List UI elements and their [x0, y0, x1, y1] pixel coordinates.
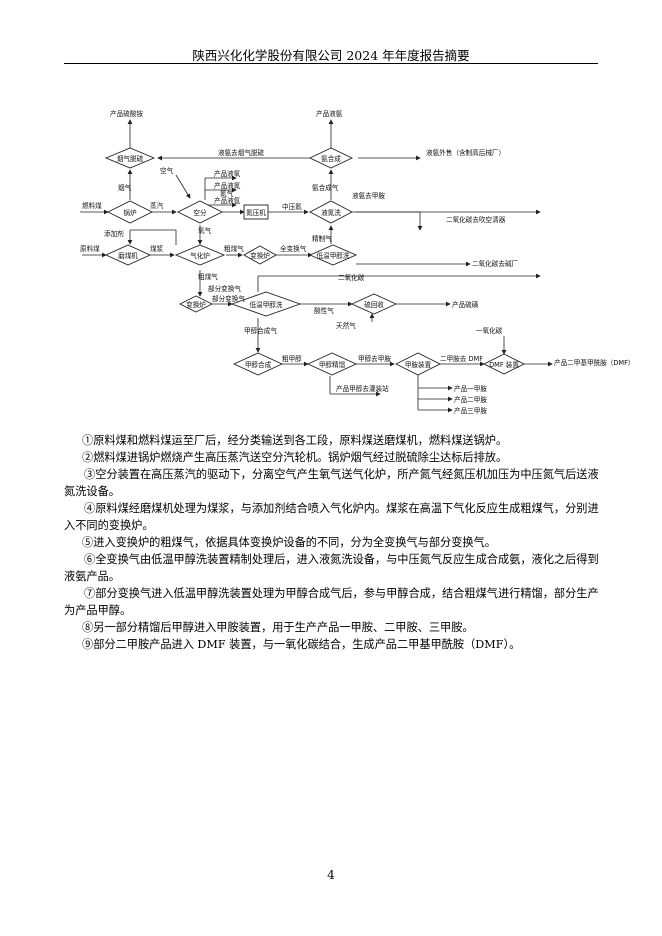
flow-lines — [80, 119, 553, 413]
svg-text:液氨去甲胺: 液氨去甲胺 — [352, 191, 385, 200]
svg-text:粗煤气: 粗煤气 — [198, 272, 218, 281]
svg-text:产品液氨: 产品液氨 — [316, 109, 343, 118]
svg-text:产品硫酸铵: 产品硫酸铵 — [110, 109, 143, 118]
svg-text:氮气: 氮气 — [220, 189, 234, 198]
svg-text:甲胺装置: 甲胺装置 — [405, 360, 432, 369]
flow-nodes: 烟气脱硫 锅炉 空分 氮压机 液氮洗 氨合成 磨煤机 气化炉 变换炉 低温甲醇洗… — [104, 147, 526, 376]
svg-text:部分变换气: 部分变换气 — [208, 284, 241, 293]
svg-text:产品液氧: 产品液氧 — [214, 169, 241, 178]
svg-text:二甲胺去 DMF: 二甲胺去 DMF — [440, 354, 483, 363]
node-shift-converter-a — [243, 245, 277, 265]
paragraph-8: ⑧另一部分精馏后甲醇进入甲胺装置，用于生产产品一甲胺、二甲胺、三甲胺。 — [82, 621, 474, 634]
svg-text:粗甲醇: 粗甲醇 — [282, 354, 302, 363]
svg-text:甲醇去甲胺: 甲醇去甲胺 — [358, 354, 391, 363]
svg-text:甲醇合成气: 甲醇合成气 — [244, 326, 277, 335]
svg-text:空分: 空分 — [193, 208, 207, 217]
node-rectisol-b — [230, 291, 302, 317]
svg-text:氨合成气: 氨合成气 — [312, 183, 339, 192]
node-methylamine-unit — [394, 352, 442, 376]
svg-text:磨煤机: 磨煤机 — [118, 251, 138, 260]
svg-text:DMF 装置: DMF 装置 — [489, 360, 519, 369]
svg-text:全变换气: 全变换气 — [280, 244, 307, 253]
svg-text:燃料煤: 燃料煤 — [82, 201, 102, 210]
svg-text:一氧化碳: 一氧化碳 — [476, 326, 503, 335]
paragraph-9: ⑨部分二甲胺产品进入 DMF 装置，与一氧化碳结合，生成产品二甲基甲酰胺（DMF… — [82, 638, 521, 651]
paragraph-2: ②燃料煤进锅炉燃烧产生高压蒸汽送空分汽轮机。锅炉烟气经过脱硫除尘达标后排放。 — [82, 451, 508, 464]
svg-text:部分变换气: 部分变换气 — [212, 294, 245, 303]
header-rule — [64, 63, 598, 64]
svg-text:烟气脱硫: 烟气脱硫 — [117, 154, 144, 163]
paragraph-4: ④原料煤经磨煤机处理为煤浆，与添加剂结合喷入气化炉内。煤浆在高温下气化反应生成粗… — [64, 502, 599, 532]
node-rectisol-a — [308, 244, 358, 266]
svg-text:二氧化碳去吹空清器: 二氧化碳去吹空清器 — [446, 215, 506, 224]
svg-text:产品液氩: 产品液氩 — [214, 196, 241, 205]
node-shift-converter-b — [178, 295, 214, 313]
svg-text:二氧化碳: 二氧化碳 — [338, 273, 365, 282]
svg-text:变换炉: 变换炉 — [186, 300, 206, 309]
svg-text:空气: 空气 — [160, 166, 174, 175]
node-gasifier — [174, 244, 226, 266]
node-dmf-unit — [482, 353, 526, 375]
svg-text:产品二甲基甲酰胺（DMF）: 产品二甲基甲酰胺（DMF） — [554, 358, 635, 367]
node-nitrogen-compressor — [243, 204, 269, 220]
svg-text:产品硫磺: 产品硫磺 — [452, 300, 479, 309]
page-header: 陕西兴化化学股份有限公司 2024 年年度报告摘要 — [192, 48, 470, 63]
svg-text:硫回收: 硫回收 — [364, 300, 384, 309]
svg-text:添加剂: 添加剂 — [104, 229, 124, 238]
svg-text:液氨去烟气脱硫: 液氨去烟气脱硫 — [218, 148, 265, 157]
svg-text:氮压机: 氮压机 — [246, 208, 266, 217]
svg-text:产品三甲胺: 产品三甲胺 — [454, 406, 487, 415]
node-sulfur-recovery — [350, 293, 398, 315]
svg-text:锅炉: 锅炉 — [123, 208, 137, 217]
svg-text:低温甲醇洗: 低温甲醇洗 — [317, 251, 350, 260]
paragraph-1: ①原料煤和燃料煤运至厂后，经分类输送到各工段，原料煤送磨煤机，燃料煤送锅炉。 — [82, 434, 508, 447]
node-ammonia-synthesis — [308, 147, 354, 169]
svg-text:原料煤: 原料煤 — [80, 244, 100, 253]
svg-text:变换炉: 变换炉 — [250, 251, 270, 260]
node-air-separation — [176, 200, 224, 224]
svg-text:产品液氮: 产品液氮 — [214, 181, 241, 190]
svg-text:粗煤气: 粗煤气 — [224, 244, 244, 253]
paragraph-7: ⑦部分变换气进入低温甲醇洗装置处理为甲醇合成气后，参与甲醇合成，结合粗煤气进行精… — [64, 587, 599, 617]
flow-labels: 产品硫酸铵 产品液氨 液氨去烟气脱硫 液氨外售（含制高后械厂） 烟气 燃料煤 蒸… — [80, 109, 635, 415]
svg-text:甲醇精馏: 甲醇精馏 — [319, 360, 346, 369]
node-coal-mill — [104, 244, 152, 266]
node-methanol-rectification — [306, 352, 358, 376]
node-liquid-nitrogen-wash — [309, 200, 353, 224]
svg-text:酸性气: 酸性气 — [314, 306, 334, 315]
svg-text:氨合成: 氨合成 — [321, 154, 341, 163]
svg-text:二氧化碳去碱厂: 二氧化碳去碱厂 — [472, 259, 519, 268]
page-number: 4 — [327, 868, 335, 882]
svg-text:产品甲醇去灌装站: 产品甲醇去灌装站 — [336, 384, 389, 393]
process-flow-diagram: 烟气脱硫 锅炉 空分 氮压机 液氮洗 氨合成 磨煤机 气化炉 变换炉 低温甲醇洗… — [80, 109, 635, 415]
paragraph-3: ③空分装置在高压蒸汽的驱动下，分离空气产生氧气送气化炉，所产氮气经氮压机加压为中… — [64, 468, 599, 498]
svg-text:天然气: 天然气 — [336, 321, 356, 330]
svg-text:精制气: 精制气 — [312, 234, 332, 243]
svg-text:产品二甲胺: 产品二甲胺 — [454, 395, 487, 404]
svg-text:煤浆: 煤浆 — [150, 244, 164, 253]
svg-text:气化炉: 气化炉 — [190, 251, 210, 260]
svg-text:烟气: 烟气 — [118, 183, 132, 192]
paragraph-6: ⑥全变换气由低温甲醇洗装置精制处理后，进入液氮洗设备，与中压氮气反应生成合成氨，… — [64, 553, 599, 583]
paragraph-5: ⑤进入变换炉的粗煤气，依据具体变换炉设备的不同，分为全变换气与部分变换气。 — [82, 536, 496, 549]
svg-text:低温甲醇洗: 低温甲醇洗 — [250, 300, 283, 309]
node-boiler — [106, 200, 154, 224]
svg-text:蒸汽: 蒸汽 — [150, 201, 164, 210]
svg-text:中压氮: 中压氮 — [282, 202, 302, 211]
svg-text:氧气: 氧气 — [198, 226, 212, 235]
svg-text:产品一甲胺: 产品一甲胺 — [454, 384, 487, 393]
svg-text:液氨外售（含制高后械厂）: 液氨外售（含制高后械厂） — [426, 148, 505, 157]
svg-text:甲醇合成: 甲醇合成 — [245, 360, 272, 369]
node-flue-gas-desulfurization — [104, 147, 156, 169]
svg-text:液氮洗: 液氮洗 — [321, 208, 341, 217]
node-methanol-synthesis — [232, 352, 284, 376]
